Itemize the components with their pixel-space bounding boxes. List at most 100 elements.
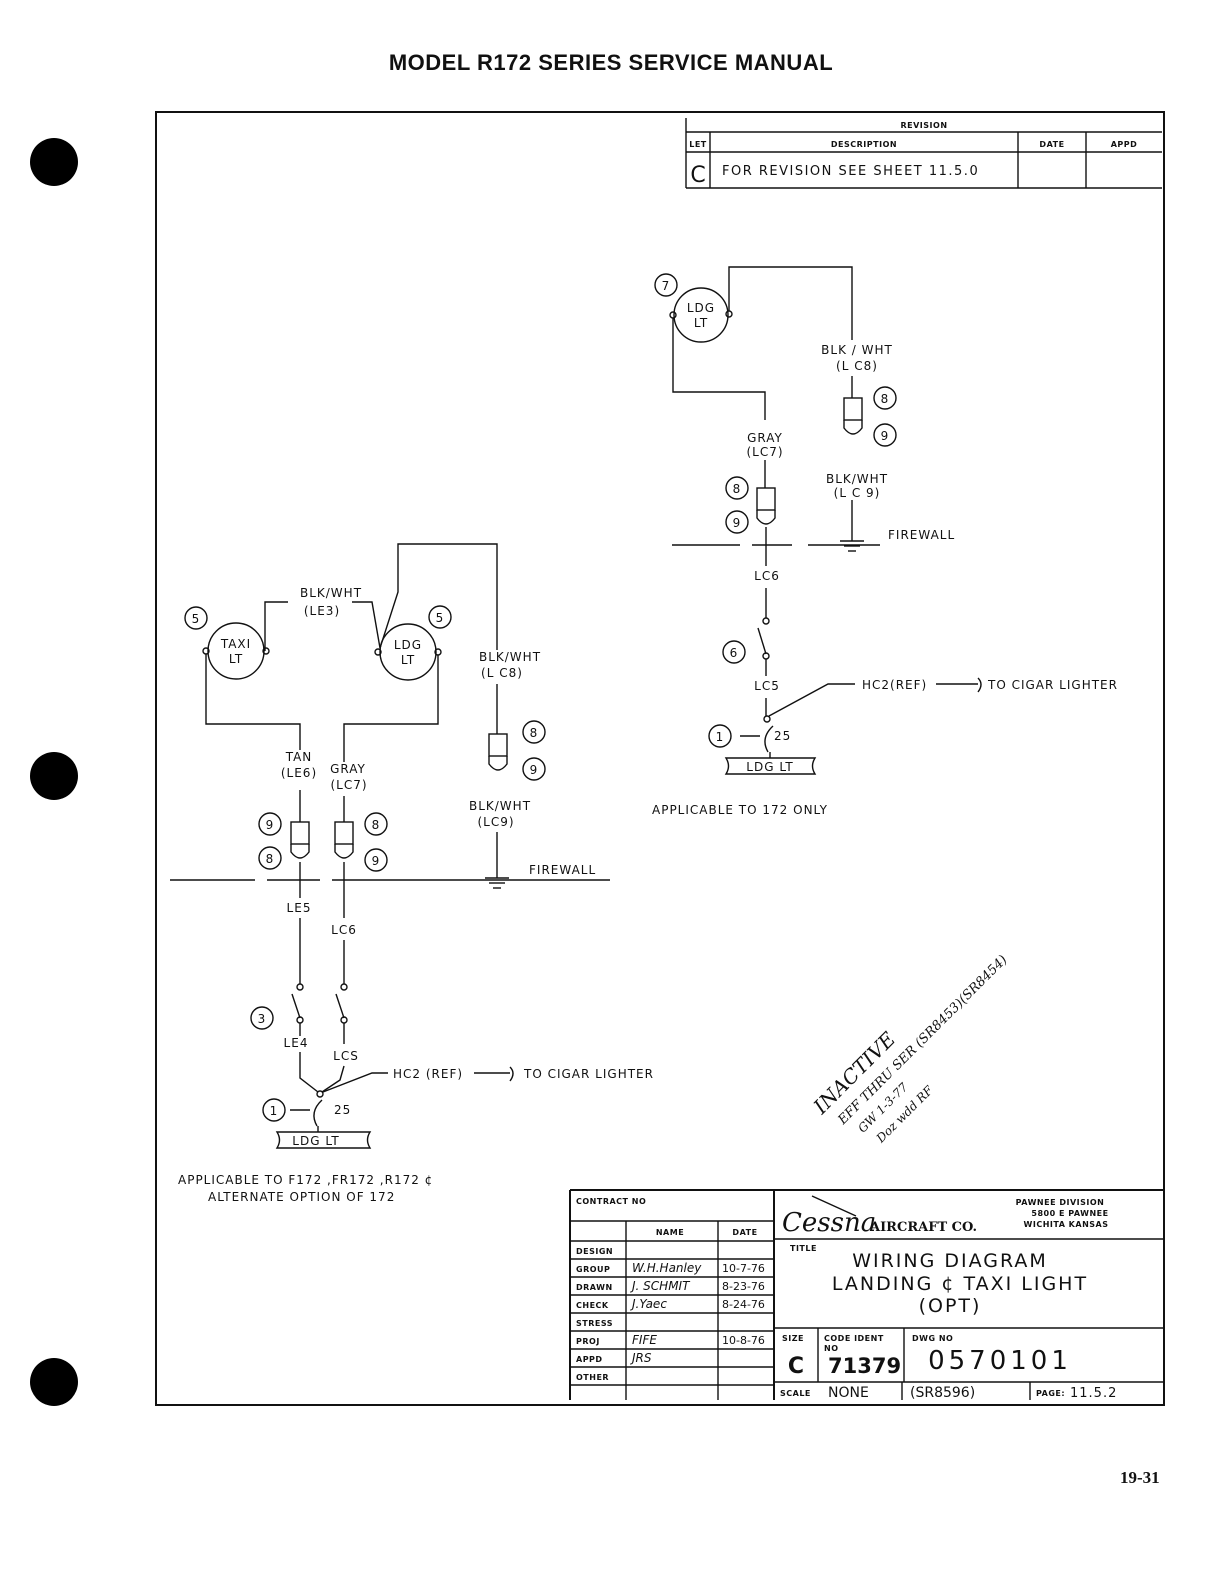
svg-text:LT: LT <box>694 316 708 330</box>
signoff-role: DRAWN <box>576 1283 613 1292</box>
signoff-role: CHECK <box>576 1301 609 1310</box>
svg-text:6: 6 <box>730 646 739 660</box>
svg-text:5: 5 <box>192 612 201 626</box>
svg-text:9: 9 <box>372 854 381 868</box>
svg-text:CODE IDENT: CODE IDENT <box>824 1334 884 1343</box>
svg-text:HC2 (REF): HC2 (REF) <box>393 1067 463 1081</box>
svg-text:TAXI: TAXI <box>220 637 251 651</box>
applicability-note-left-1: APPLICABLE TO F172 ,FR172 ,R172 ¢ <box>178 1173 433 1187</box>
svg-text:(LC9): (LC9) <box>477 815 514 829</box>
svg-text:BLK/WHT: BLK/WHT <box>469 799 531 813</box>
svg-text:LT: LT <box>401 653 415 667</box>
breaker-label-right: LDG LT <box>746 760 793 774</box>
svg-text:9: 9 <box>733 516 742 530</box>
signoff-role: DESIGN <box>576 1247 613 1256</box>
signoff-role: STRESS <box>576 1319 613 1328</box>
svg-text:9: 9 <box>881 429 890 443</box>
landing-light-lamp-left <box>379 623 437 681</box>
applicability-note-right: APPLICABLE TO 172 ONLY <box>652 803 828 817</box>
punch-hole-top <box>30 138 78 186</box>
signoff-role: OTHER <box>576 1373 609 1382</box>
page-header: MODEL R172 SERIES SERVICE MANUAL <box>388 50 834 75</box>
svg-text:SIZE: SIZE <box>782 1334 804 1343</box>
page-number: 19-31 <box>1120 1468 1160 1487</box>
svg-text:(LE6): (LE6) <box>281 766 317 780</box>
diagram-alternate-option: BLK/WHT (LE3) 5 5 TAXI LT LDG LT TAN (LE… <box>170 543 654 1204</box>
svg-text:GRAY: GRAY <box>747 431 783 445</box>
svg-text:9: 9 <box>530 763 539 777</box>
landing-light-lamp <box>673 287 729 343</box>
revision-col-description: DESCRIPTION <box>831 140 897 149</box>
svg-text:8: 8 <box>266 852 275 866</box>
signoff-role: GROUP <box>576 1265 610 1274</box>
svg-text:C: C <box>788 1354 804 1379</box>
svg-text:CONTRACT NO: CONTRACT NO <box>576 1197 646 1206</box>
taxi-light-lamp <box>207 622 265 680</box>
signoff-date: 10-8-76 <box>722 1334 765 1347</box>
svg-text:NAME: NAME <box>656 1228 684 1237</box>
revision-letter: C <box>690 163 705 188</box>
svg-text:HC2(REF): HC2(REF) <box>862 678 927 692</box>
signoff-date: 8-24-76 <box>722 1298 765 1311</box>
svg-text:25: 25 <box>334 1103 351 1117</box>
svg-text:8: 8 <box>733 482 742 496</box>
title-block: CONTRACT NO NAME DATE DESIGN GROUP W.H.Han… <box>569 1189 1164 1401</box>
breaker-label-left: LDG LT <box>292 1134 339 1148</box>
svg-text:LC5: LC5 <box>754 679 780 693</box>
svg-text:LE5: LE5 <box>287 901 312 915</box>
svg-text:5800 E PAWNEE: 5800 E PAWNEE <box>1031 1209 1108 1218</box>
balloon-7: 7 <box>662 279 671 293</box>
signoff-role: APPD <box>576 1355 603 1364</box>
svg-text:(LC7): (LC7) <box>746 445 783 459</box>
svg-text:(LE3): (LE3) <box>304 604 340 618</box>
revision-col-appd: APPD <box>1111 140 1138 149</box>
revision-col-date: DATE <box>1039 140 1064 149</box>
svg-text:PAWNEE DIVISION: PAWNEE DIVISION <box>1016 1198 1105 1207</box>
signoff-date: 8-23-76 <box>722 1280 765 1293</box>
svg-text:8: 8 <box>372 818 381 832</box>
svg-text:BLK/WHT: BLK/WHT <box>826 472 888 486</box>
drawing-number: 0570101 <box>928 1346 1072 1376</box>
svg-text:DATE: DATE <box>732 1228 757 1237</box>
svg-text:LC6: LC6 <box>754 569 780 583</box>
svg-text:(SR8596): (SR8596) <box>910 1385 975 1401</box>
signoff-name: W.H.Hanley <box>632 1261 702 1275</box>
svg-text:LDG: LDG <box>687 301 715 315</box>
svg-text:TO CIGAR LIGHTER: TO CIGAR LIGHTER <box>987 678 1118 692</box>
svg-text:AIRCRAFT CO.: AIRCRAFT CO. <box>869 1220 977 1235</box>
punch-hole-bottom <box>30 1358 78 1406</box>
svg-text:BLK / WHT: BLK / WHT <box>821 343 893 357</box>
svg-text:NO: NO <box>824 1344 839 1353</box>
svg-text:(L C 9): (L C 9) <box>834 486 881 500</box>
signoff-role: PROJ <box>576 1337 600 1346</box>
svg-text:WICHITA KANSAS: WICHITA KANSAS <box>1024 1220 1109 1229</box>
revision-description: FOR REVISION SEE SHEET 11.5.0 <box>722 164 979 179</box>
svg-text:11.5.2: 11.5.2 <box>1070 1386 1117 1401</box>
svg-text:TO CIGAR LIGHTER: TO CIGAR LIGHTER <box>523 1067 654 1081</box>
svg-text:LCS: LCS <box>333 1049 359 1063</box>
signoff-date: 10-7-76 <box>722 1262 765 1275</box>
svg-text:LE4: LE4 <box>284 1036 309 1050</box>
drawing-title-1: WIRING DIAGRAM <box>852 1250 1048 1272</box>
svg-text:PAGE:: PAGE: <box>1036 1389 1065 1398</box>
svg-text:(L C8): (L C8) <box>836 359 878 373</box>
svg-text:LDG: LDG <box>394 638 422 652</box>
svg-text:(LC7): (LC7) <box>330 778 367 792</box>
svg-text:TITLE: TITLE <box>790 1244 817 1253</box>
svg-text:1: 1 <box>270 1104 279 1118</box>
inactive-handwritten-note: INACTIVE EFF THRU SER (SR8453)(SR8454) G… <box>808 953 1011 1147</box>
svg-text:8: 8 <box>881 392 890 406</box>
firewall-label-left: FIREWALL <box>529 863 596 877</box>
svg-text:DWG NO: DWG NO <box>912 1334 953 1343</box>
svg-text:1: 1 <box>716 730 725 744</box>
firewall-label-right: FIREWALL <box>888 528 955 542</box>
drawing-border <box>155 111 1165 1406</box>
revision-col-let: LET <box>689 140 707 149</box>
svg-text:LC6: LC6 <box>331 923 357 937</box>
signoff-name: J.Yaec <box>630 1297 667 1311</box>
applicability-note-left-2: ALTERNATE OPTION OF 172 <box>208 1190 395 1204</box>
svg-text:71379: 71379 <box>828 1354 901 1378</box>
signoff-name: J. SCHMIT <box>630 1279 691 1293</box>
signoff-name: JRS <box>630 1351 652 1365</box>
